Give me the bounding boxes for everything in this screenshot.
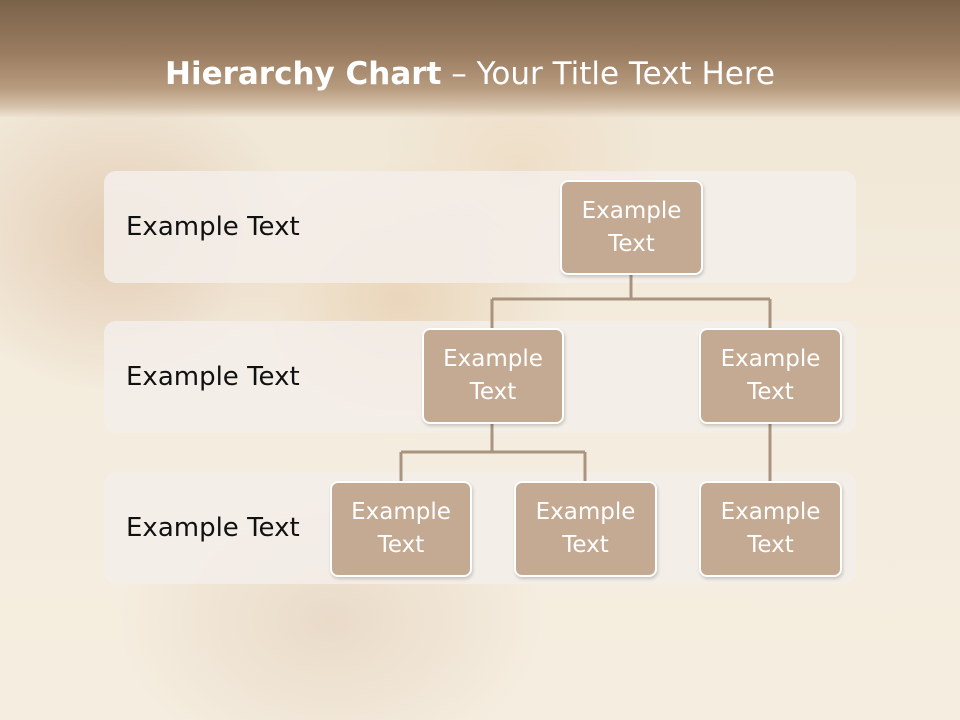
node-leaf-2-line2: Text [562, 532, 609, 558]
node-leaf-3-line2: Text [747, 532, 794, 558]
node-root[interactable]: Example Text [560, 180, 703, 275]
level-label-3: Example Text [126, 513, 300, 543]
title-rest: – Your Title Text Here [441, 56, 775, 92]
node-root-line2: Text [608, 230, 655, 257]
node-root-line1: Example [581, 197, 682, 224]
node-mid-right-line1: Example [720, 346, 821, 372]
node-mid-left-line1: Example [443, 346, 543, 372]
node-mid-right[interactable]: Example Text [699, 328, 842, 424]
node-leaf-3[interactable]: Example Text [699, 481, 842, 577]
title-bar [0, 0, 960, 118]
level-label-2: Example Text [126, 362, 300, 392]
node-leaf-2-line1: Example [535, 499, 636, 525]
node-leaf-1[interactable]: Example Text [330, 481, 472, 577]
node-mid-left-line2: Text [469, 379, 517, 405]
node-leaf-3-line1: Example [720, 499, 821, 525]
node-leaf-1-line1: Example [351, 499, 451, 525]
level-band-1: Example Text [104, 171, 856, 283]
node-mid-left[interactable]: Example Text [422, 328, 564, 424]
node-leaf-1-line2: Text [377, 532, 425, 558]
node-mid-right-line2: Text [747, 379, 794, 405]
level-label-1: Example Text [126, 212, 300, 242]
title-bold: Hierarchy Chart [165, 56, 442, 92]
node-leaf-2[interactable]: Example Text [514, 481, 657, 577]
slide-title: Hierarchy Chart – Your Title Text Here [0, 52, 940, 96]
